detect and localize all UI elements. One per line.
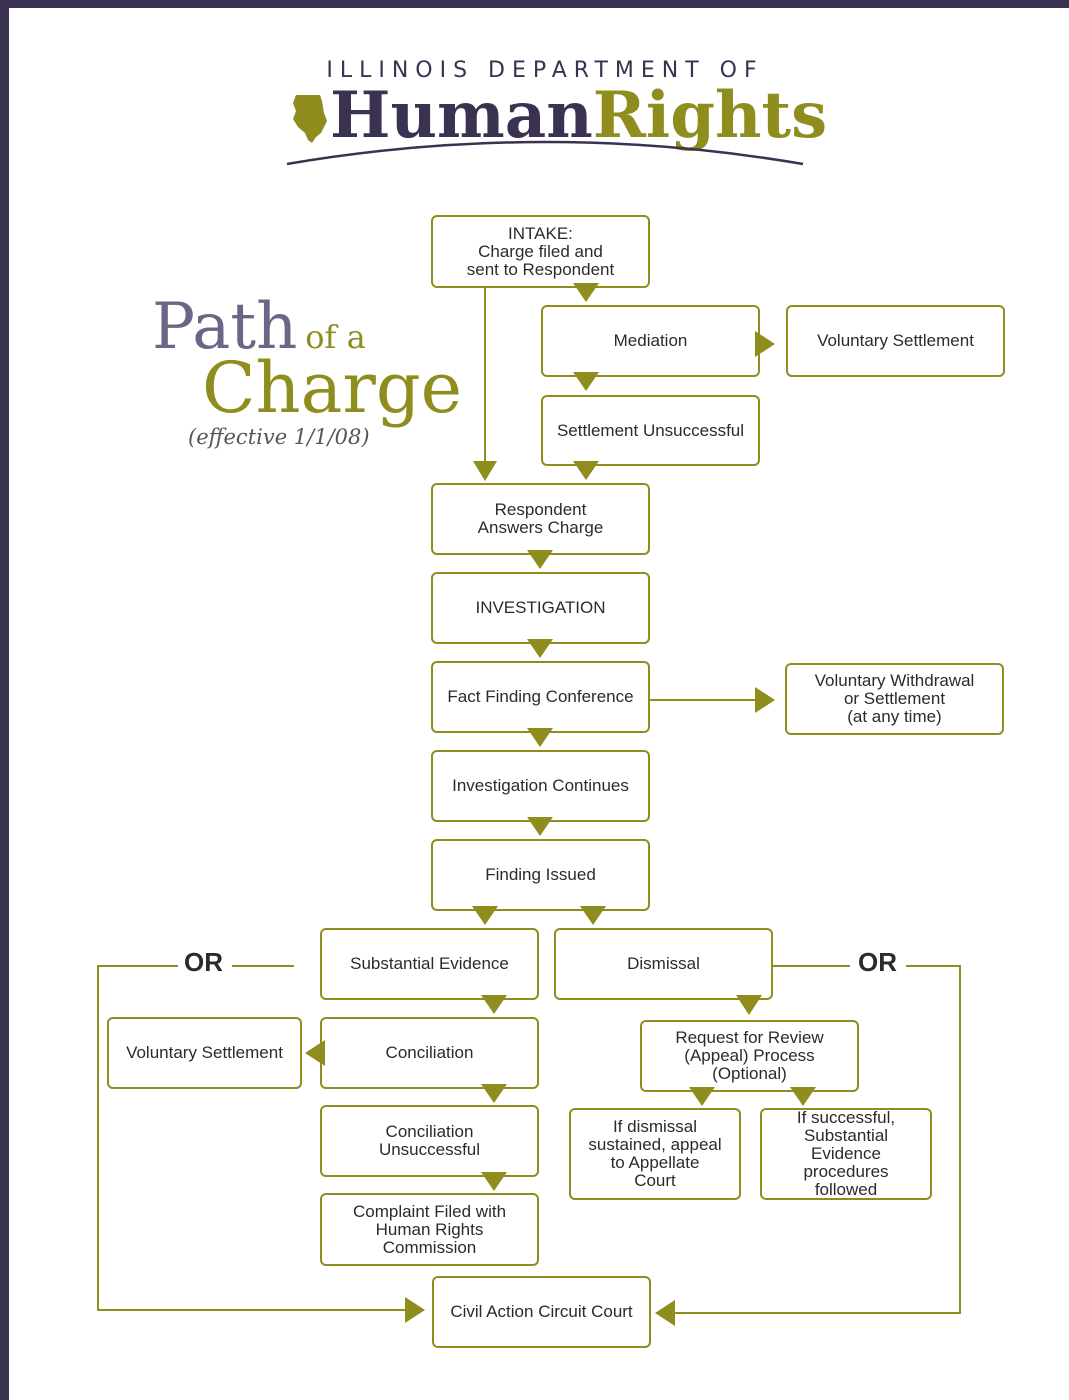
civil-action-box: Civil Action Circuit Court (432, 1276, 651, 1348)
settlement-unsuccessful-label: Settlement Unsuccessful (556, 420, 745, 440)
conciliation-label: Conciliation (385, 1043, 474, 1062)
settlement-unsuccessful-box: Settlement Unsuccessful (541, 395, 760, 466)
investigation-label: INVESTIGATION (475, 598, 606, 617)
title-effective-date: (effective 1/1/08) (188, 425, 370, 449)
illinois-state-icon (293, 95, 327, 143)
fact-finding-box: Fact Finding Conference (431, 661, 650, 733)
voluntary-settlement-top-label: Voluntary Settlement (817, 331, 974, 350)
complaint-filed-label: Complaint Filed with Human Rights Commis… (352, 1201, 507, 1257)
conciliation-box: Conciliation (320, 1017, 539, 1089)
voluntary-settlement-left-label: Voluntary Settlement (126, 1043, 283, 1062)
investigation-continues-label: Investigation Continues (452, 776, 629, 795)
or-label-right: OR (854, 947, 901, 978)
dismissal-label: Dismissal (627, 954, 700, 973)
mediation-label: Mediation (613, 331, 688, 350)
dismissal-sustained-label: If dismissal sustained, appeal to Appell… (588, 1117, 722, 1190)
voluntary-withdrawal-box: Voluntary Withdrawal or Settlement (at a… (785, 663, 1004, 735)
page-frame-left (0, 0, 9, 1400)
or-label-left: OR (180, 947, 227, 978)
title-path-word: Path (152, 290, 298, 364)
voluntary-settlement-left-box: Voluntary Settlement (107, 1017, 302, 1089)
conciliation-unsuccessful-box: Conciliation Unsuccessful (320, 1105, 539, 1177)
successful-label: If successful, Substantial Evidence proc… (796, 1108, 896, 1199)
respondent-answers-box: Respondent Answers Charge (431, 483, 650, 555)
title-of-a: of a (305, 318, 366, 356)
page-frame-top (0, 0, 1069, 8)
request-review-label: Request for Review (Appeal) Process (Opt… (675, 1028, 824, 1083)
voluntary-withdrawal-label: Voluntary Withdrawal or Settlement (at a… (814, 671, 975, 726)
request-review-box: Request for Review (Appeal) Process (Opt… (640, 1020, 859, 1092)
logo-name-human: Human (330, 78, 593, 153)
logo-department-text: ILLINOIS DEPARTMENT OF (326, 58, 764, 83)
conciliation-unsuccessful-label: Conciliation Unsuccessful (378, 1122, 481, 1159)
respondent-answers-label: Respondent Answers Charge (477, 500, 604, 537)
intake-box: INTAKE: Charge filed and sent to Respond… (431, 215, 650, 288)
finding-issued-label: Finding Issued (485, 865, 596, 884)
substantial-evidence-label: Substantial Evidence (350, 954, 509, 973)
agency-logo: ILLINOIS DEPARTMENT OF HumanRights (0, 0, 1069, 180)
substantial-evidence-box: Substantial Evidence (320, 928, 539, 1000)
intake-label: INTAKE: Charge filed and sent to Respond… (466, 223, 615, 279)
logo-name: HumanRights (330, 80, 827, 152)
investigation-continues-box: Investigation Continues (431, 750, 650, 822)
civil-action-label: Civil Action Circuit Court (450, 1302, 633, 1321)
mediation-box: Mediation (541, 305, 760, 377)
fact-finding-label: Fact Finding Conference (447, 687, 634, 706)
logo-name-rights: Rights (592, 78, 828, 153)
dismissal-sustained-box: If dismissal sustained, appeal to Appell… (569, 1108, 741, 1200)
successful-box: If successful, Substantial Evidence proc… (760, 1108, 932, 1200)
complaint-filed-box: Complaint Filed with Human Rights Commis… (320, 1193, 539, 1266)
title-charge: Charge (202, 347, 463, 429)
investigation-box: INVESTIGATION (431, 572, 650, 644)
finding-issued-box: Finding Issued (431, 839, 650, 911)
logo-arc (286, 140, 804, 166)
voluntary-settlement-top-box: Voluntary Settlement (786, 305, 1005, 377)
dismissal-box: Dismissal (554, 928, 773, 1000)
